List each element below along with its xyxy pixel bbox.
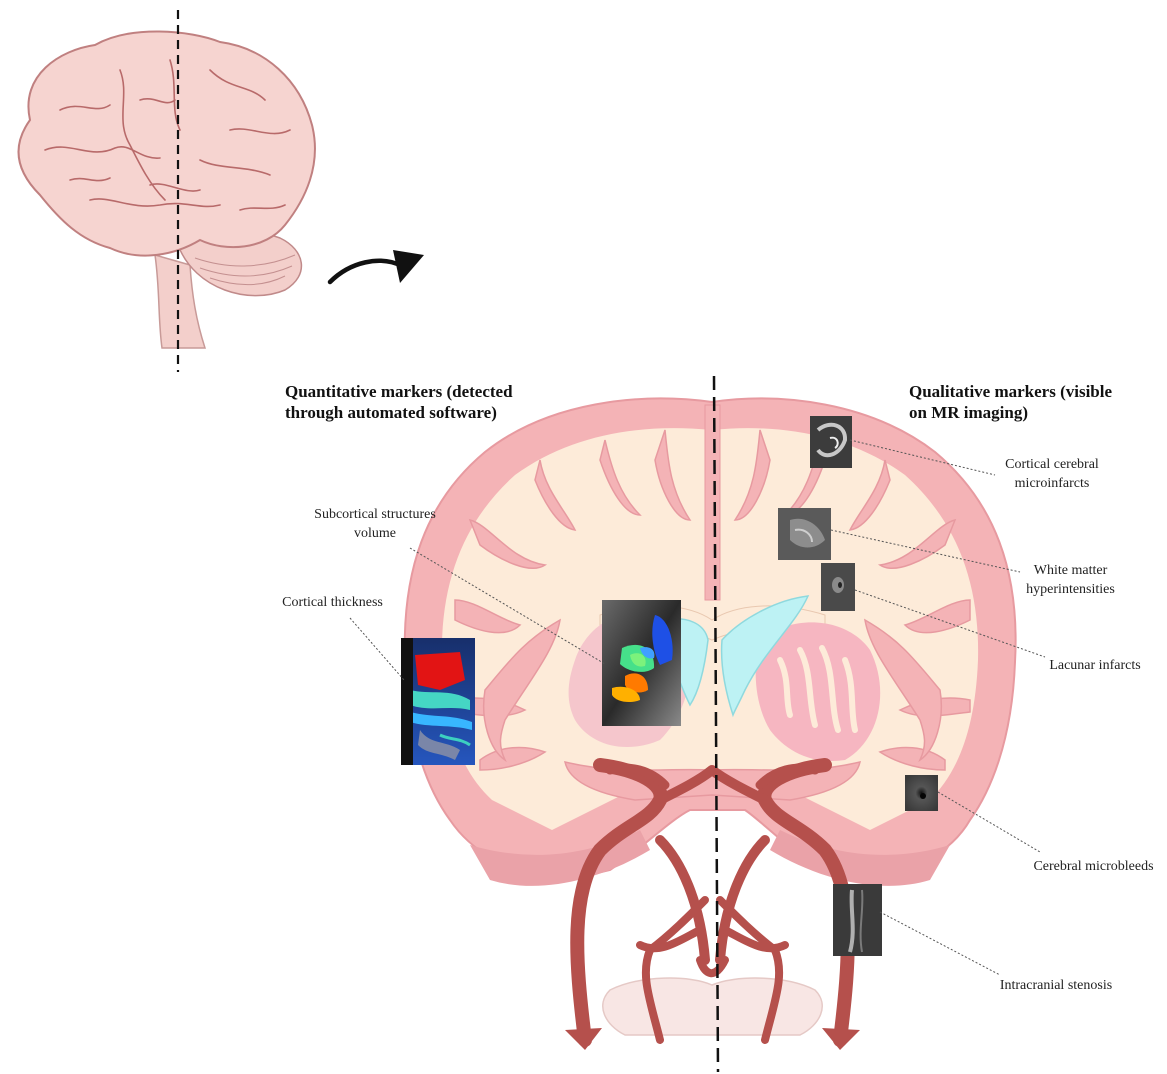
cerebrum: [19, 31, 315, 255]
label-microinfarcts-line2: microinfarcts: [982, 474, 1122, 493]
lacunar-inset: [821, 563, 855, 611]
curved-arrow-icon: [330, 250, 424, 283]
brainstem-base: [603, 978, 822, 1035]
microbleeds-inset: [905, 775, 938, 811]
label-lacunar-infarcts: Lacunar infarcts: [1035, 656, 1155, 675]
label-white-matter-hyperintensities: White matter hyperintensities: [1008, 561, 1133, 599]
quantitative-header-line2: through automated software): [285, 402, 555, 423]
qualitative-header-line2: on MR imaging): [909, 402, 1149, 423]
label-subcortical-volume: Subcortical structures volume: [290, 505, 460, 543]
label-cortical-microinfarcts: Cortical cerebral microinfarcts: [982, 455, 1122, 493]
wmh-inset: [778, 508, 831, 560]
cortical-microinfarcts-inset: [810, 416, 852, 468]
label-intracranial-stenosis: Intracranial stenosis: [986, 976, 1126, 995]
label-cortical-thickness: Cortical thickness: [265, 593, 400, 612]
stenosis-inset: [833, 884, 882, 956]
quantitative-header: Quantitative markers (detected through a…: [285, 381, 555, 423]
qualitative-header-line1: Qualitative markers (visible: [909, 381, 1149, 402]
label-microinfarcts-line1: Cortical cerebral: [982, 455, 1122, 474]
label-cerebral-microbleeds: Cerebral microbleeds: [1020, 857, 1167, 876]
coronal-brain-section: [405, 399, 1016, 1035]
label-subcortical-line1: Subcortical structures: [290, 505, 460, 524]
cortical-thickness-inset: [401, 638, 475, 765]
subcortical-volume-inset: [602, 600, 681, 726]
label-wmh-line1: White matter: [1008, 561, 1133, 580]
quantitative-header-line1: Quantitative markers (detected: [285, 381, 555, 402]
label-wmh-line2: hyperintensities: [1008, 580, 1133, 599]
lateral-brain-illustration: [19, 10, 315, 372]
qualitative-header: Qualitative markers (visible on MR imagi…: [909, 381, 1149, 423]
label-subcortical-line2: volume: [290, 524, 460, 543]
